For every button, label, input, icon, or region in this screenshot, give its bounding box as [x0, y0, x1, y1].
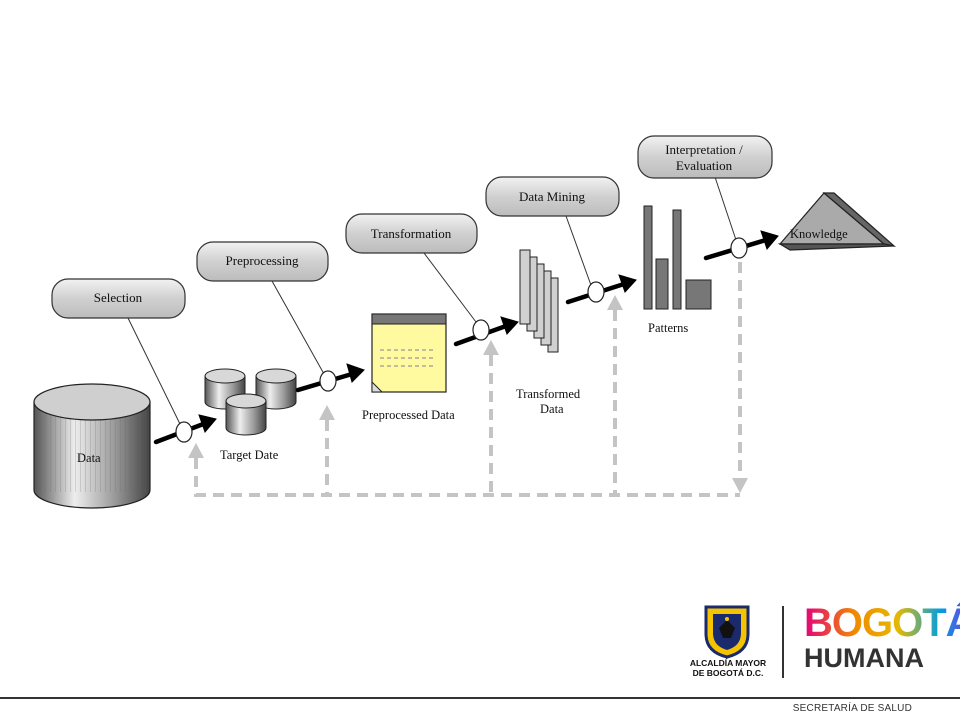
- brand-bogota-text: BOGOTÁ: [804, 601, 960, 645]
- knowledge-label: Knowledge: [790, 227, 848, 241]
- footer-rule: [0, 697, 960, 699]
- transformed-data-label-2: Data: [540, 402, 564, 416]
- stage-selection: Selection: [94, 290, 143, 305]
- alcaldia-line-2: DE BOGOTÁ D.C.: [692, 668, 764, 678]
- brand-bogota: BOGOTÁ: [804, 603, 960, 643]
- alcaldia-text: ALCALDÍA MAYOR DE BOGOTÁ D.C.: [684, 658, 772, 678]
- stage-data-mining: Data Mining: [519, 189, 586, 204]
- process-nodes: [175, 237, 748, 443]
- data-cylinder: [33, 383, 151, 509]
- target-data-label: Target Date: [220, 448, 279, 462]
- feedback-arrowheads: [188, 295, 748, 493]
- stage-pills: [51, 135, 773, 319]
- patterns-bars: [643, 205, 712, 310]
- knowledge-pyramid: [777, 192, 897, 251]
- logo-divider: [782, 606, 784, 678]
- preprocessed-data-label: Preprocessed Data: [362, 408, 455, 422]
- brand-humana: HUMANA: [804, 643, 924, 673]
- alcaldia-line-1: ALCALDÍA MAYOR: [689, 658, 767, 668]
- stage-transformation: Transformation: [371, 226, 452, 241]
- stage-interpretation-2: Evaluation: [676, 158, 733, 173]
- patterns-label: Patterns: [648, 321, 688, 335]
- preprocessed-note: [371, 313, 447, 393]
- stage-connectors: [127, 176, 737, 425]
- transformed-data-label-1: Transformed: [516, 387, 581, 401]
- stage-interpretation-1: Interpretation /: [665, 142, 743, 157]
- feedback-loop: [194, 262, 742, 497]
- data-label: Data: [77, 451, 101, 465]
- bogota-coat-of-arms-icon: [704, 605, 750, 659]
- transformed-sheets: [519, 249, 559, 353]
- stage-preprocessing: Preprocessing: [226, 253, 299, 268]
- target-data-cylinders: [204, 368, 297, 436]
- secretaria-de-salud: SECRETARÍA DE SALUD: [792, 703, 912, 714]
